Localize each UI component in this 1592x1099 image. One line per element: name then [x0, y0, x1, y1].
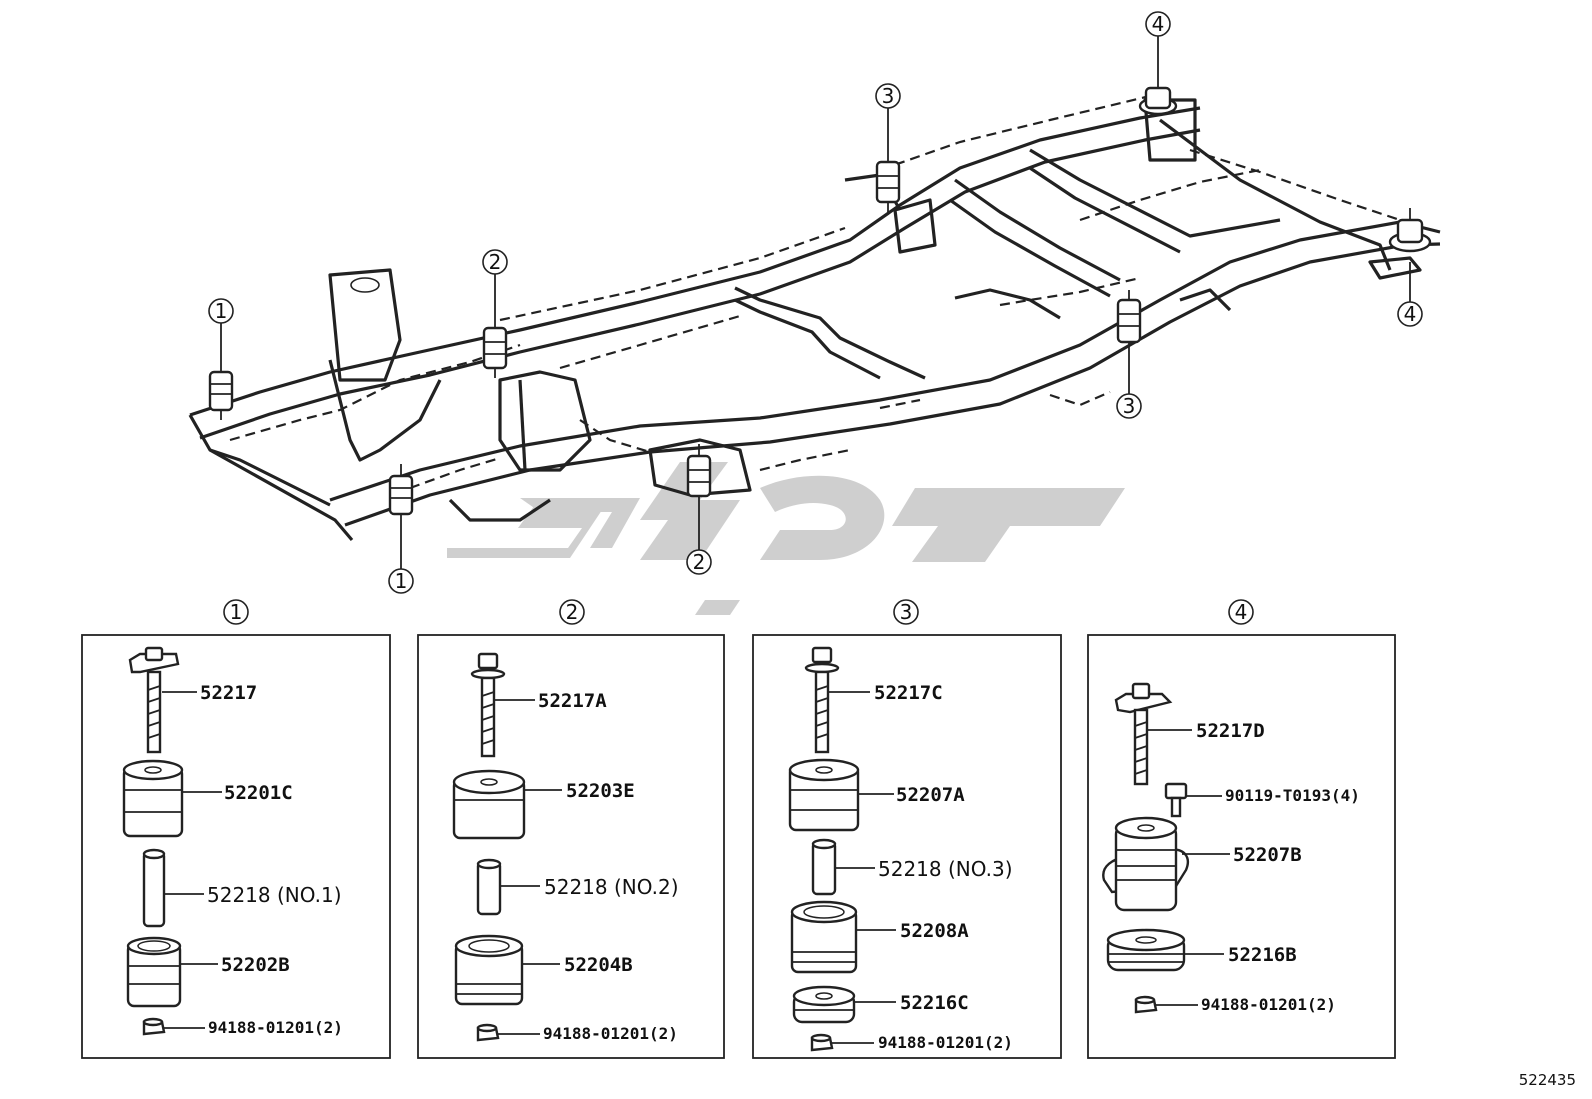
panel-4-number: 4: [1235, 600, 1248, 624]
svg-text:3: 3: [1123, 394, 1136, 418]
part-52204B: 52204B: [564, 954, 633, 976]
nut-94188-01201-p4: [1134, 995, 1158, 1014]
part-52217A: 52217A: [538, 690, 607, 712]
bolt-52217: [128, 646, 180, 754]
part-90119-T0193: 90119-T0193(4): [1225, 786, 1360, 805]
svg-text:2: 2: [693, 550, 706, 574]
nut-94188-01201-p1: [142, 1017, 166, 1036]
callout-1-top: 1: [208, 298, 234, 358]
mount-2-left: [482, 316, 508, 378]
part-52208A: 52208A: [900, 920, 969, 942]
part-52201C: 52201C: [224, 782, 293, 804]
part-52217: 52217: [200, 682, 257, 704]
cushion-52201C: [122, 759, 184, 838]
cushion-52202B: [126, 936, 182, 1008]
svg-text:4: 4: [1152, 12, 1165, 36]
watermark-logo: [447, 462, 1125, 615]
panel-1-number: 1: [230, 600, 243, 624]
frame-callouts: 1 1 2 2 3 3 4 4: [208, 11, 1423, 594]
panel-2-number: 2: [566, 600, 579, 624]
callout-3-top: 3: [875, 83, 901, 150]
bolt-52217D: [1114, 682, 1173, 786]
svg-text:3: 3: [882, 84, 895, 108]
panel-2: 2 52217A 52203E 52218 (NO.2): [417, 599, 725, 1059]
diagram-id: 522435: [1519, 1071, 1576, 1089]
panel-3: 3 52217C 52207A 52218 (NO.3): [752, 599, 1062, 1059]
part-52217C: 52217C: [874, 682, 943, 704]
part-52218-no3: 52218 (NO.3): [878, 857, 1013, 881]
part-94188-01201-p1: 94188-01201(2): [208, 1018, 343, 1037]
chassis-frame: [188, 94, 1441, 542]
part-52218-no2: 52218 (NO.2): [544, 875, 679, 899]
nut-94188-01201-p2: [476, 1023, 500, 1042]
bolt-52217A: [470, 652, 506, 758]
mount-4-left: [1138, 78, 1178, 116]
cushion-52204B: [454, 934, 524, 1006]
svg-text:1: 1: [215, 299, 228, 323]
bolt-90119-T0193: [1164, 782, 1188, 818]
spacer-52216C: [792, 985, 856, 1024]
part-52217D: 52217D: [1196, 720, 1265, 742]
part-52216C: 52216C: [900, 992, 969, 1014]
callout-4-top: 4: [1145, 11, 1171, 78]
mount-3-left: [875, 150, 901, 212]
svg-text:4: 4: [1404, 302, 1417, 326]
mount-4-right: [1388, 208, 1432, 253]
frame-mount-cushions: [208, 78, 1432, 524]
part-52203E: 52203E: [566, 780, 635, 802]
collar-52218-no1: [142, 848, 166, 928]
cushion-52208A: [790, 900, 858, 974]
nut-94188-01201-p3: [810, 1033, 834, 1052]
spacer-52216B: [1106, 928, 1186, 972]
part-52207A: 52207A: [896, 784, 965, 806]
part-94188-01201-p2: 94188-01201(2): [543, 1024, 678, 1043]
svg-text:2: 2: [489, 250, 502, 274]
bolt-52217C: [804, 646, 840, 754]
part-94188-01201-p4: 94188-01201(2): [1201, 995, 1336, 1014]
collar-52218-no3: [811, 838, 837, 896]
collar-52218-no2: [476, 858, 502, 916]
part-52216B: 52216B: [1228, 944, 1297, 966]
part-52207B: 52207B: [1233, 844, 1302, 866]
cushion-52203E: [452, 769, 526, 840]
cushion-52207A: [788, 758, 860, 832]
mount-1-front-right: [388, 464, 414, 524]
mount-2-right: [686, 444, 712, 506]
part-52218-no1: 52218 (NO.1): [207, 883, 342, 907]
callout-3-bottom: 3: [1116, 352, 1142, 419]
callout-4-right: 4: [1397, 262, 1423, 327]
mount-1-front-left: [208, 358, 234, 420]
callout-2-bottom: 2: [686, 506, 712, 575]
cushion-52207B: [1102, 816, 1189, 912]
svg-text:1: 1: [395, 569, 408, 593]
panel-4: 4 52217D 90119-T0193(4) 52207B: [1087, 599, 1396, 1059]
part-94188-01201-p3: 94188-01201(2): [878, 1033, 1013, 1052]
panel-3-number: 3: [900, 600, 913, 624]
mount-3-right: [1116, 290, 1142, 352]
panel-3-box: [752, 634, 1062, 1059]
callout-1-bottom: 1: [388, 524, 414, 594]
part-52202B: 52202B: [221, 954, 290, 976]
callout-2-top: 2: [482, 249, 508, 316]
panel-1: 1 52217 52201C 52218 (NO.1): [81, 599, 391, 1059]
